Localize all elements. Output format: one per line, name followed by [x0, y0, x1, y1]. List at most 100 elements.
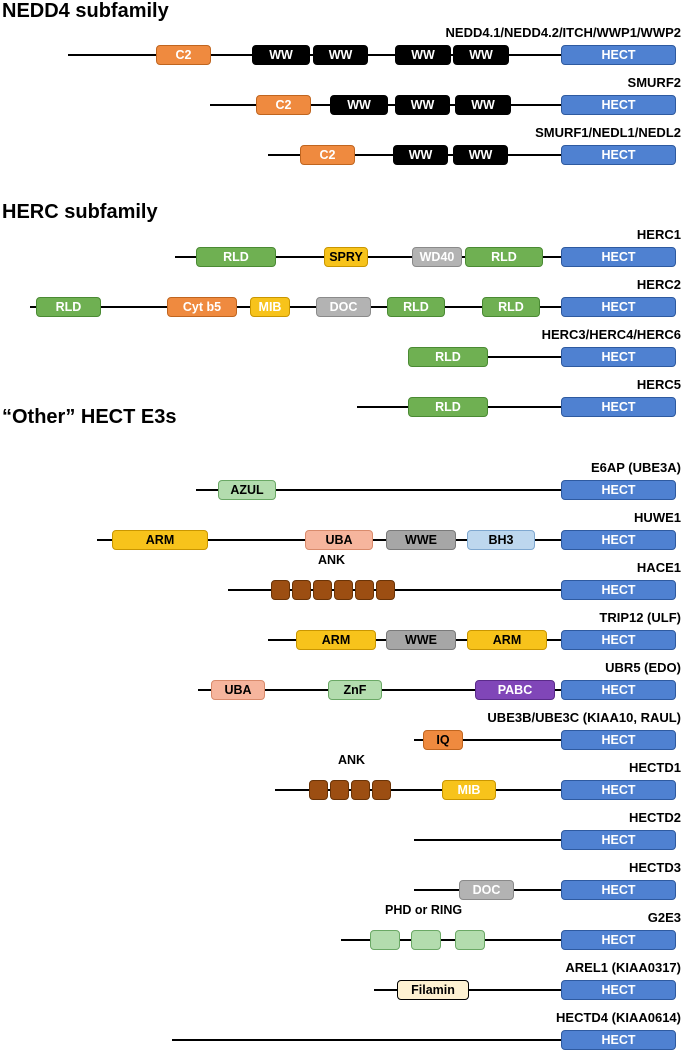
znf-domain: ZnF: [328, 680, 382, 700]
doc-domain: DOC: [316, 297, 371, 317]
ank-repeat-domain: [351, 780, 370, 800]
mib-domain: MIB: [250, 297, 290, 317]
ank-repeat-domain: [313, 580, 332, 600]
hect-domain: HECT: [561, 347, 676, 367]
hect-domain: HECT: [561, 630, 676, 650]
hect-domain: HECT: [561, 95, 676, 115]
phd-ring-domain: [455, 930, 485, 950]
protein-label: HACE1: [636, 560, 681, 575]
hect-domain: HECT: [561, 530, 676, 550]
protein-label: HUWE1: [634, 510, 681, 525]
domain-caption: ANK: [318, 553, 346, 567]
hect-domain: HECT: [561, 397, 676, 417]
rld-domain: RLD: [408, 347, 488, 367]
hect-domain: HECT: [561, 1030, 676, 1050]
arm-domain: ARM: [112, 530, 208, 550]
hect-domain: HECT: [561, 780, 676, 800]
rld-domain: RLD: [36, 297, 101, 317]
protein-label: HERC1: [636, 227, 681, 242]
protein-backbone-line: [30, 306, 561, 308]
ank-repeat-domain: [330, 780, 349, 800]
mib-domain: MIB: [442, 780, 496, 800]
ww-domain: WW: [313, 45, 368, 65]
phd-ring-domain: [370, 930, 400, 950]
protein-backbone-line: [196, 489, 561, 491]
rld-domain: RLD: [408, 397, 488, 417]
rld-domain: RLD: [465, 247, 543, 267]
protein-row-hectd1: HECTD1 ANK MIB HECT: [0, 753, 685, 800]
protein-label: HECTD2: [628, 810, 681, 825]
protein-backbone-line: [172, 1039, 561, 1041]
ww-domain: WW: [395, 95, 450, 115]
ank-repeat-domain: [376, 580, 395, 600]
ank-repeat-domain: [292, 580, 311, 600]
protein-backbone-line: [341, 939, 561, 941]
ank-repeat-domain: [355, 580, 374, 600]
rld-domain: RLD: [196, 247, 276, 267]
protein-row-g2e3: G2E3 PHD or RING HECT: [0, 903, 685, 950]
protein-label: HERC5: [636, 377, 681, 392]
protein-label: SMURF1/NEDL1/NEDL2: [535, 125, 681, 140]
protein-label: HECTD1: [628, 760, 681, 775]
protein-label: E6AP (UBE3A): [590, 460, 681, 475]
hect-domain: HECT: [561, 480, 676, 500]
iq-domain: IQ: [423, 730, 463, 750]
hect-domain: HECT: [561, 830, 676, 850]
hect-domain: HECT: [561, 980, 676, 1000]
ank-repeat-domain: [334, 580, 353, 600]
protein-label: UBE3B/UBE3C (KIAA10, RAUL): [487, 710, 681, 725]
protein-backbone-line: [414, 739, 561, 741]
domain-caption: ANK: [338, 753, 366, 767]
protein-row-e6ap-ube3a: E6AP (UBE3A) AZUL HECT: [0, 460, 685, 500]
azul-domain: AZUL: [218, 480, 276, 500]
section-title-herc: HERC subfamily: [2, 201, 158, 223]
wd40-domain: WD40: [412, 247, 462, 267]
hect-domain: HECT: [561, 880, 676, 900]
uba-domain: UBA: [305, 530, 373, 550]
protein-backbone-line: [414, 839, 561, 841]
ww-domain: WW: [252, 45, 310, 65]
protein-label: SMURF2: [627, 75, 681, 90]
protein-row-hace1: HACE1 ANK HECT: [0, 553, 685, 600]
arm-domain: ARM: [296, 630, 376, 650]
c2-domain: C2: [256, 95, 311, 115]
protein-label: NEDD4.1/NEDD4.2/ITCH/WWP1/WWP2: [445, 25, 681, 40]
cyt-b5-domain: Cyt b5: [167, 297, 237, 317]
protein-label: G2E3: [647, 910, 681, 925]
ank-repeat-domain: [309, 780, 328, 800]
protein-label: HECTD3: [628, 860, 681, 875]
filamin-domain: Filamin: [397, 980, 469, 1000]
ww-domain: WW: [455, 95, 511, 115]
protein-label: HERC3/HERC4/HERC6: [541, 327, 681, 342]
c2-domain: C2: [300, 145, 355, 165]
doc-domain: DOC: [459, 880, 514, 900]
protein-label: HERC2: [636, 277, 681, 292]
wwe-domain: WWE: [386, 630, 456, 650]
phd-ring-domain: [411, 930, 441, 950]
hect-domain: HECT: [561, 930, 676, 950]
ank-repeat-domain: [271, 580, 290, 600]
protein-backbone-line: [275, 789, 561, 791]
rld-domain: RLD: [387, 297, 445, 317]
protein-backbone-line: [175, 256, 561, 258]
protein-label: UBR5 (EDO): [605, 660, 681, 675]
ww-domain: WW: [453, 145, 508, 165]
hect-domain: HECT: [561, 145, 676, 165]
ww-domain: WW: [393, 145, 448, 165]
domain-caption: PHD or RING: [385, 903, 463, 917]
arm-domain: ARM: [467, 630, 547, 650]
hect-domain: HECT: [561, 680, 676, 700]
c2-domain: C2: [156, 45, 211, 65]
pabc-domain: PABC: [475, 680, 555, 700]
hect-domain: HECT: [561, 580, 676, 600]
section-title-nedd4: NEDD4 subfamily: [2, 0, 169, 22]
